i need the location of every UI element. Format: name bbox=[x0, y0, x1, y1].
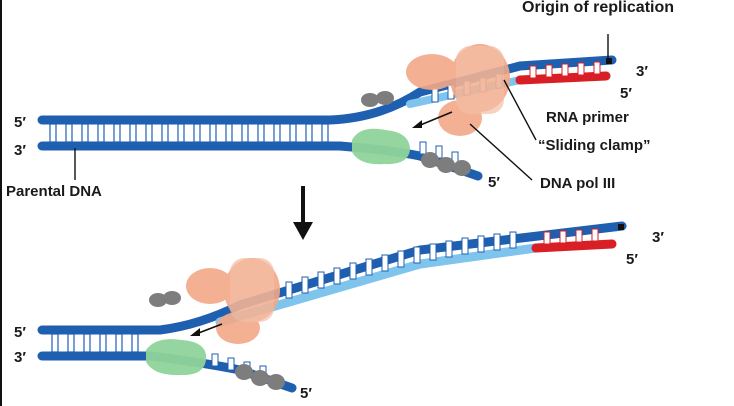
origin-of-replication-label: Origin of replication bbox=[522, 0, 675, 16]
bottom-panel bbox=[37, 221, 627, 393]
five-prime-end-bottom-right: 5′ bbox=[626, 251, 638, 268]
rna-primer-top bbox=[515, 71, 611, 85]
three-prime-end-bottom-left: 3′ bbox=[14, 349, 26, 366]
five-prime-end-bottom-left: 5′ bbox=[14, 324, 26, 341]
primase-bottom bbox=[146, 339, 207, 376]
parental-dna-label: Parental DNA bbox=[6, 183, 102, 200]
top-panel bbox=[37, 34, 617, 181]
three-prime-end-bottom-right: 3′ bbox=[652, 229, 664, 246]
helicase-bottom bbox=[149, 291, 285, 390]
clamp-leader-line bbox=[503, 79, 537, 141]
helicase-top bbox=[361, 91, 471, 176]
rna-primer-bottom bbox=[531, 239, 617, 253]
dna-pol-iii-label: DNA pol III bbox=[540, 175, 616, 192]
five-prime-end-top-left: 5′ bbox=[14, 114, 26, 131]
origin-marker-bottom bbox=[618, 224, 624, 230]
polIII-leader-line bbox=[469, 123, 533, 181]
synthesis-arrow-top bbox=[417, 111, 453, 127]
five-prime-end-top-right: 5′ bbox=[620, 85, 632, 102]
dna-pol-iii-top bbox=[406, 44, 510, 136]
origin-marker-top bbox=[606, 58, 612, 64]
transition-arrow bbox=[293, 186, 313, 240]
five-prime-end-bottom-lagging: 5′ bbox=[300, 385, 312, 402]
five-prime-end-top-lagging: 5′ bbox=[488, 174, 500, 191]
sliding-clamp-label: “Sliding clamp” bbox=[538, 137, 651, 154]
primase-top bbox=[352, 128, 410, 165]
left-border bbox=[0, 0, 2, 406]
synthesis-arrow-bottom bbox=[195, 323, 223, 335]
rna-primer-label: RNA primer bbox=[546, 109, 629, 126]
three-prime-end-top-right: 3′ bbox=[636, 63, 648, 80]
parental-duplex-top bbox=[37, 55, 617, 151]
three-prime-end-top-left: 3′ bbox=[14, 142, 26, 159]
dna-pol-iii-bottom bbox=[186, 258, 280, 344]
